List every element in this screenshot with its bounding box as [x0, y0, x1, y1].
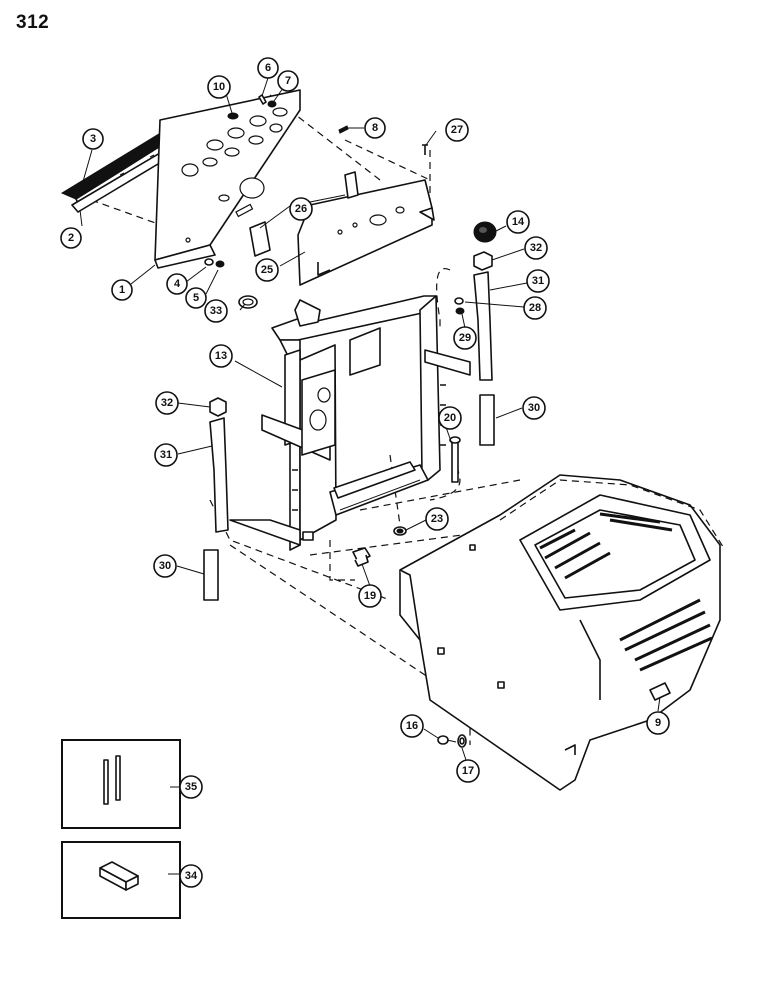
callout-9: 9 [646, 711, 670, 735]
callout-17: 17 [456, 759, 480, 783]
svg-text:28: 28 [529, 302, 541, 314]
svg-text:23: 23 [431, 513, 443, 525]
inset-35 [61, 739, 181, 829]
callout-4: 4 [166, 273, 188, 295]
svg-text:3: 3 [90, 133, 96, 145]
callout-35: 35 [179, 775, 203, 799]
callout-10: 10 [207, 75, 231, 99]
svg-text:30: 30 [159, 560, 171, 572]
svg-text:19: 19 [364, 590, 376, 602]
callout-23: 23 [425, 507, 449, 531]
post [203, 394, 495, 601]
callout-2: 2 [60, 227, 82, 249]
foam-block [209, 251, 493, 417]
svg-text:2: 2 [68, 232, 74, 244]
svg-text:14: 14 [512, 216, 525, 228]
callout-19: 19 [358, 584, 382, 608]
hood [399, 474, 726, 791]
callout-31-right: 31 [526, 269, 550, 293]
svg-text:17: 17 [462, 765, 474, 777]
bolt [449, 436, 461, 483]
callout-20: 20 [438, 406, 462, 430]
callout-30-right: 30 [522, 396, 546, 420]
svg-text:13: 13 [215, 350, 227, 362]
svg-text:31: 31 [532, 275, 544, 287]
callout-28: 28 [523, 296, 547, 320]
screw [437, 734, 467, 748]
svg-text:32: 32 [530, 242, 542, 254]
callout-6: 6 [257, 57, 279, 79]
callout-3: 3 [82, 128, 104, 150]
callout-27: 27 [445, 118, 469, 142]
callout-31-left: 31 [154, 443, 178, 467]
inset-34 [61, 841, 181, 919]
svg-text:6: 6 [265, 62, 271, 74]
svg-text:32: 32 [161, 397, 173, 409]
svg-text:16: 16 [406, 720, 418, 732]
callout-34: 34 [179, 864, 203, 888]
svg-text:8: 8 [372, 122, 378, 134]
callout-26: 26 [289, 197, 313, 221]
svg-text:10: 10 [213, 81, 225, 93]
svg-text:30: 30 [528, 402, 540, 414]
page-number: 312 [16, 12, 50, 33]
callout-8: 8 [364, 117, 386, 139]
clip [352, 547, 371, 567]
hood-grille [539, 512, 713, 672]
svg-text:7: 7 [285, 75, 291, 87]
svg-text:9: 9 [655, 717, 661, 729]
svg-text:35: 35 [185, 781, 197, 793]
svg-text:1: 1 [119, 284, 125, 296]
instrument-panel [154, 89, 301, 269]
callout-33: 33 [204, 299, 228, 323]
main-frame [229, 295, 471, 551]
callout-13: 13 [209, 344, 233, 368]
svg-text:26: 26 [295, 203, 307, 215]
svg-text:31: 31 [160, 449, 172, 461]
callout-1: 1 [111, 279, 133, 301]
callout-16: 16 [400, 714, 424, 738]
svg-text:27: 27 [451, 124, 463, 136]
washers [454, 297, 465, 315]
svg-text:4: 4 [174, 278, 181, 290]
svg-text:25: 25 [261, 264, 273, 276]
nut [393, 526, 407, 536]
callout-30-left: 30 [153, 554, 177, 578]
callout-7: 7 [277, 70, 299, 92]
panel-hardware [204, 94, 428, 309]
svg-text:5: 5 [193, 292, 199, 304]
svg-text:29: 29 [459, 332, 471, 344]
callout-14: 14 [506, 210, 530, 234]
svg-text:33: 33 [210, 305, 222, 317]
callout-29: 29 [453, 326, 477, 350]
callout-32-right: 32 [524, 236, 548, 260]
callout-bubbles: 1 2 3 4 5 6 7 8 9 10 13 14 16 17 19 20 2… [60, 57, 670, 888]
svg-text:34: 34 [185, 870, 198, 882]
trim-post [209, 271, 493, 533]
grommet [473, 221, 497, 243]
callout-32-left: 32 [155, 391, 179, 415]
callout-5: 5 [185, 287, 207, 309]
svg-text:20: 20 [444, 412, 456, 424]
callout-25: 25 [255, 258, 279, 282]
